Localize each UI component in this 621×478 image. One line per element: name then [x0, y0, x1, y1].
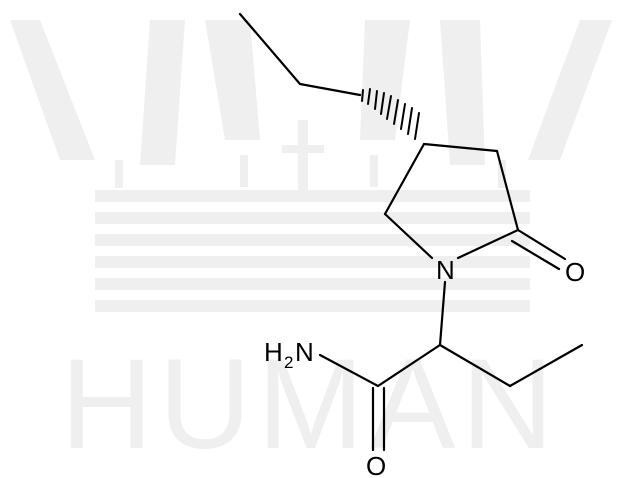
- crown-ornament-4: [370, 155, 378, 187]
- bond-propyl-c2-c3: [298, 82, 362, 97]
- crown-band-5: [95, 278, 530, 290]
- atom-label-n-ring: N: [436, 255, 455, 285]
- crown-spike-left: [10, 20, 95, 160]
- bond-ring-c2-n: [456, 228, 520, 260]
- bond-ring-c5-c4: [383, 142, 426, 216]
- bond-ring-carbonyl-a: [516, 228, 567, 261]
- atom-label-nh2: H 2 N: [264, 337, 314, 372]
- bond-ring-c3-c2: [495, 149, 520, 232]
- hashed-wedge-bond: [361, 88, 420, 140]
- crown-band-4: [95, 256, 530, 268]
- bond-ethyl-c1-c2: [508, 343, 584, 388]
- crown-ornament-2: [240, 155, 248, 187]
- watermark-text: HUMAN: [60, 333, 559, 476]
- crown-spike-center-left: [205, 20, 260, 140]
- crown-ornament-3-bar: [282, 145, 324, 153]
- crown-spike-left-inner: [140, 20, 185, 165]
- crown-band-6: [95, 300, 530, 312]
- crown-spike-center-right: [360, 20, 410, 140]
- atom-label-o-amide: O: [366, 451, 386, 478]
- bond-calpha-camide: [376, 343, 442, 388]
- bonds: [238, 12, 584, 452]
- bond-n-calpha: [438, 280, 447, 347]
- crown-spike-right: [528, 20, 612, 160]
- crown-spike-right-inner: [440, 20, 485, 165]
- bond-camide-nh2: [318, 353, 380, 388]
- crown-band-3: [95, 234, 530, 246]
- bond-ring-c4-c3: [422, 142, 499, 153]
- atom-label-nh2-subscript: 2: [284, 353, 293, 372]
- atom-label-o-ring-carbonyl: O: [565, 257, 585, 287]
- bond-propyl-c1-c2: [238, 12, 302, 86]
- crown-band-2: [95, 212, 530, 224]
- bond-calpha-ethyl-c1: [438, 343, 512, 388]
- atom-label-nh2-n: N: [295, 337, 314, 367]
- atom-label-nh2-h: H: [264, 337, 283, 367]
- crown-ornament-3: [298, 120, 308, 190]
- bond-ring-carbonyl-b: [510, 239, 561, 271]
- crown-ornament-1: [115, 160, 123, 188]
- bond-ring-n-c5: [383, 212, 434, 260]
- watermark-logo: [10, 20, 612, 312]
- crown-band-1: [95, 190, 530, 202]
